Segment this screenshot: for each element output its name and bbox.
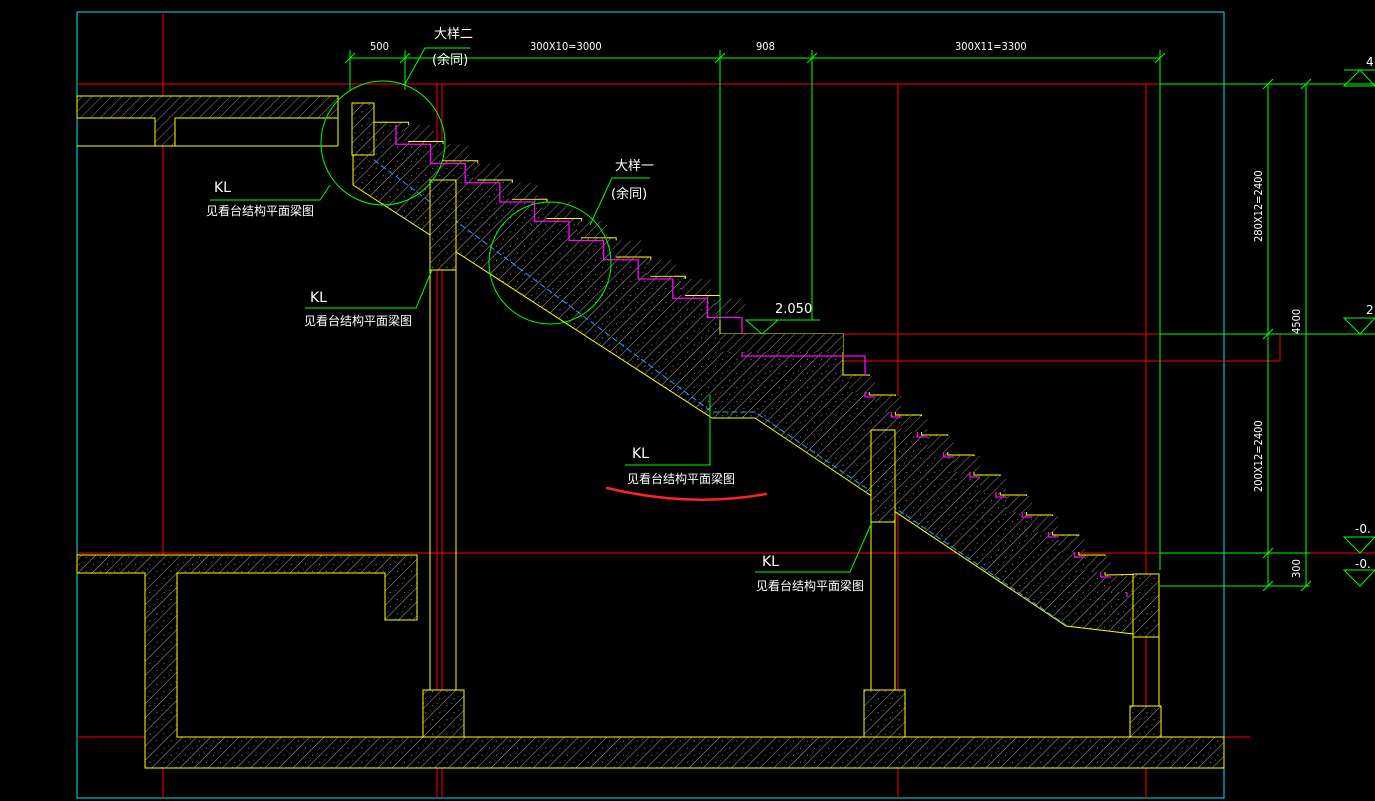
beam-kl-end xyxy=(1132,573,1160,638)
step-tread-block xyxy=(849,376,875,392)
landing-elevation: 2.050 xyxy=(775,302,812,317)
elevation-markers xyxy=(744,69,1375,587)
beam-note-1: 见看台结构平面梁图 xyxy=(206,203,314,218)
dim-right-2: 4500 xyxy=(1290,309,1303,334)
step-tread-block xyxy=(680,279,711,295)
upper-left-slab xyxy=(76,95,339,147)
beam-note-4: 见看台结构平面梁图 xyxy=(756,578,864,593)
leaders xyxy=(210,47,873,573)
beam-kl-lower xyxy=(870,429,896,523)
drawing-frame xyxy=(76,11,1225,799)
pedestal-3 xyxy=(1129,705,1162,738)
dim-right-4: 300 xyxy=(1290,559,1303,578)
step-tread-block xyxy=(927,436,954,452)
pedestal-1 xyxy=(422,689,465,738)
step-tread-block xyxy=(1006,496,1033,512)
detail-one-title: 大样一 xyxy=(615,159,654,174)
stair-flight xyxy=(352,102,1160,638)
dim-top-3: 908 xyxy=(756,40,775,53)
right-elevation-4: -0. xyxy=(1355,557,1371,571)
right-elevation-2: 2 xyxy=(1366,303,1374,317)
beam-note-3: 见看台结构平面梁图 xyxy=(627,471,735,486)
step-tread-block xyxy=(1084,556,1111,572)
step-tread-block xyxy=(646,259,677,276)
beam-note-2: 见看台结构平面梁图 xyxy=(304,313,412,328)
dim-right-3: 200X12=2400 xyxy=(1252,420,1265,492)
detail-one-sub: (余同) xyxy=(611,186,647,202)
detail-two-title: 大样二 xyxy=(434,27,473,42)
top-beam xyxy=(351,102,375,156)
beam-code-3: KL xyxy=(632,446,649,462)
step-tread-block xyxy=(438,144,469,161)
dimension-lines xyxy=(344,50,1375,592)
step-tread-block xyxy=(980,476,1006,492)
step-tread-block xyxy=(542,202,573,218)
beam-code-4: KL xyxy=(762,554,779,570)
step-tread-block xyxy=(473,163,504,180)
step-tread-block xyxy=(404,125,434,141)
right-elevation-1: 4 xyxy=(1366,55,1374,69)
detail-two-sub: (余同) xyxy=(432,52,468,68)
landing-finish-block xyxy=(720,334,843,352)
right-elevation-3: -0. xyxy=(1355,522,1371,536)
pedestal-2 xyxy=(863,689,906,738)
dim-top-2: 300X10=3000 xyxy=(530,40,602,53)
beam-kl-upper xyxy=(429,179,457,271)
step-tread-block xyxy=(507,182,538,199)
step-tread-block xyxy=(1058,536,1085,552)
step-tread-block xyxy=(1111,576,1137,592)
detail-two-circle xyxy=(320,80,446,206)
red-markup-underline xyxy=(605,486,768,501)
beam-code-1: KL xyxy=(214,180,231,196)
step-tread-block xyxy=(953,456,980,472)
dim-right-1: 280X12=2400 xyxy=(1252,170,1265,242)
dim-top-4: 300X11=3300 xyxy=(955,40,1027,53)
step-tread-block xyxy=(875,396,902,412)
step-tread-block xyxy=(611,240,642,257)
column-lines xyxy=(429,270,1160,706)
lower-left-structure xyxy=(76,554,1225,769)
step-tread-block xyxy=(901,416,928,432)
step-tread-block xyxy=(715,298,746,315)
step-tread-block xyxy=(1032,516,1059,532)
beam-code-2: KL xyxy=(310,290,327,306)
dim-top-1: 500 xyxy=(370,40,389,53)
step-tread-block xyxy=(577,221,607,238)
detail-one-circle xyxy=(488,201,612,325)
